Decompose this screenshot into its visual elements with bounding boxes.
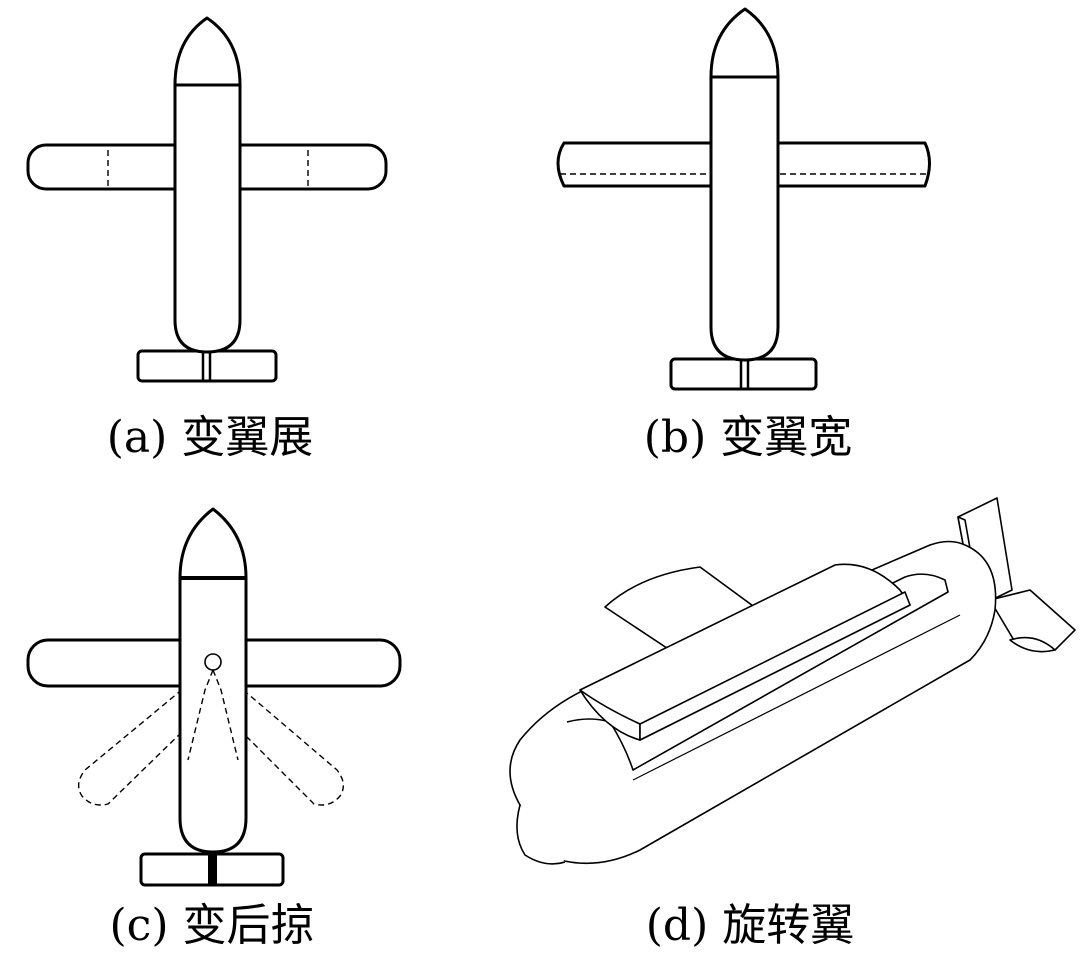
panel-d-horizontal-tail-airfoil <box>1009 636 1056 653</box>
panel-c-swept-wing-right <box>199 663 345 806</box>
panel-c-pivot-arms <box>187 669 239 761</box>
panel-d-fuselage-seam <box>632 614 961 781</box>
panel-c-swept-wing-left <box>77 663 226 806</box>
panel-c-variable-sweep <box>26 507 402 887</box>
panel-a-variable-span <box>26 16 388 383</box>
panel-c-pivot <box>204 653 222 671</box>
panel-c-fuselage <box>178 576 248 854</box>
panel-b-tail <box>669 357 818 391</box>
panel-b-caption: (b) 变翼宽 <box>643 412 853 463</box>
panel-d-rotating-wing <box>509 497 1076 865</box>
panel-c-tail-hinge <box>208 854 217 885</box>
panel-a-nose <box>173 16 242 87</box>
panel-a-tail <box>136 349 278 383</box>
panel-b-variable-chord <box>556 7 931 391</box>
panel-d-horizontal-tail <box>989 589 1076 651</box>
panel-a-caption: (a) 变翼展 <box>106 412 314 463</box>
panel-d-upper-wing-tip <box>639 591 911 741</box>
panel-c-nose <box>178 507 248 580</box>
panel-b-fuselage <box>709 75 780 362</box>
panel-b-nose <box>709 7 780 79</box>
panel-d-caption: (d) 旋转翼 <box>645 900 855 951</box>
panel-d-nose <box>516 804 566 865</box>
panel-c-caption: (c) 变后掠 <box>109 900 315 951</box>
panel-a-fuselage <box>173 83 242 354</box>
